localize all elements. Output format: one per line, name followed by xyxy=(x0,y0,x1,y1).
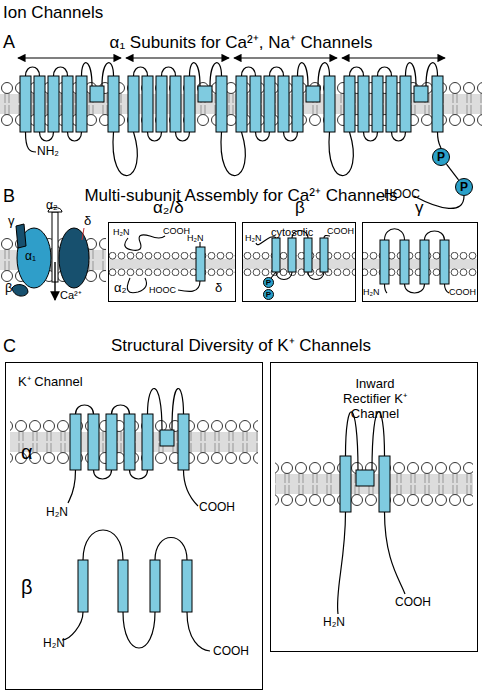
protein-chain xyxy=(337,412,405,614)
figure-label: Ca²⁺ xyxy=(60,289,82,302)
terminus-label: α xyxy=(21,441,33,464)
repeat-domain xyxy=(20,63,119,141)
terminus-label: H₂N xyxy=(245,233,262,243)
box-heading: Inward Rectifier K⁺ Channel xyxy=(339,377,411,422)
terminus-label: H₂N xyxy=(363,287,380,297)
panel-box: βcytosolicH₂NCOOHPP xyxy=(242,222,356,302)
phosphate-label: P xyxy=(433,149,449,165)
terminus-label: H₂N xyxy=(43,637,65,651)
figure-label: Structural Diversity of K⁺ Channels xyxy=(40,336,442,356)
protein-chain xyxy=(125,229,449,293)
figure-label: C xyxy=(3,336,16,357)
range-arrows xyxy=(18,57,445,58)
terminus-label: H₂N xyxy=(187,233,204,243)
figure-label: B xyxy=(3,186,15,207)
phosphate-circle: P xyxy=(432,148,450,166)
helix xyxy=(196,238,449,284)
channel-complex xyxy=(12,208,89,301)
panel-box: K⁺ ChannelαH₂NCOOHβH₂NCOOH xyxy=(5,362,263,690)
terminus-label: H₂N xyxy=(323,616,345,630)
figure-label: δ xyxy=(84,214,91,229)
box-heading: K⁺ Channel xyxy=(18,375,83,390)
phosphate-label: P xyxy=(264,290,273,299)
phosphate-label: P xyxy=(264,278,273,287)
figure-label: Multi-subunit Assembly for Ca²⁺ Channels xyxy=(40,186,442,206)
terminus-label: cytosolic xyxy=(271,226,313,239)
helix xyxy=(70,414,192,612)
terminus-label: H₂N xyxy=(46,506,68,520)
terminus-label: H₂N xyxy=(113,227,130,237)
terminus-label: COOH xyxy=(213,645,249,659)
terminus-label: δ xyxy=(215,281,222,296)
terminus-label: HOOC xyxy=(149,285,176,295)
terminus-label: COOH xyxy=(449,287,476,297)
phosphate-circle: P xyxy=(455,178,473,196)
repeat-domain xyxy=(236,63,335,141)
figure-label: γ xyxy=(8,214,15,229)
figure-label: α₁ Subunits for Ca²⁺, Na⁺ Channels xyxy=(60,33,422,53)
phosphate-circle: P xyxy=(263,277,274,288)
repeat-domain xyxy=(128,63,227,141)
repeat-domain xyxy=(344,63,443,141)
protein-chain xyxy=(62,388,210,651)
terminus-label: COOH xyxy=(327,226,354,236)
figure-label: β xyxy=(5,281,12,296)
figure-title: Ion Channels xyxy=(3,3,103,23)
phosphate-label: P xyxy=(456,179,472,195)
terminus-label: α₂ xyxy=(114,281,127,296)
panel-box: γH₂NCOOH xyxy=(362,222,478,302)
helix xyxy=(340,456,390,512)
lipid-bilayer xyxy=(243,252,355,276)
panel-box: α₂/δH₂NCOOHH₂Nα₂HOOCδ xyxy=(108,222,236,302)
figure-label: α₂ xyxy=(46,199,58,213)
figure-label: NH₂ xyxy=(37,145,59,159)
terminus-label: COOH xyxy=(163,226,190,236)
lipid-bilayer xyxy=(109,252,235,276)
chain-connector xyxy=(446,164,458,180)
linker-loops xyxy=(26,132,465,208)
lipid-bilayer xyxy=(275,462,473,506)
figure-label: α₁ xyxy=(25,250,36,264)
terminus-label: COOH xyxy=(395,596,431,610)
terminus-label: β xyxy=(21,576,33,599)
terminus-label: COOH xyxy=(199,501,235,515)
panel-box: Inward Rectifier K⁺ ChannelH₂N COOH xyxy=(270,362,478,652)
phosphate-circle: P xyxy=(263,289,274,300)
figure-label: A xyxy=(3,32,15,53)
